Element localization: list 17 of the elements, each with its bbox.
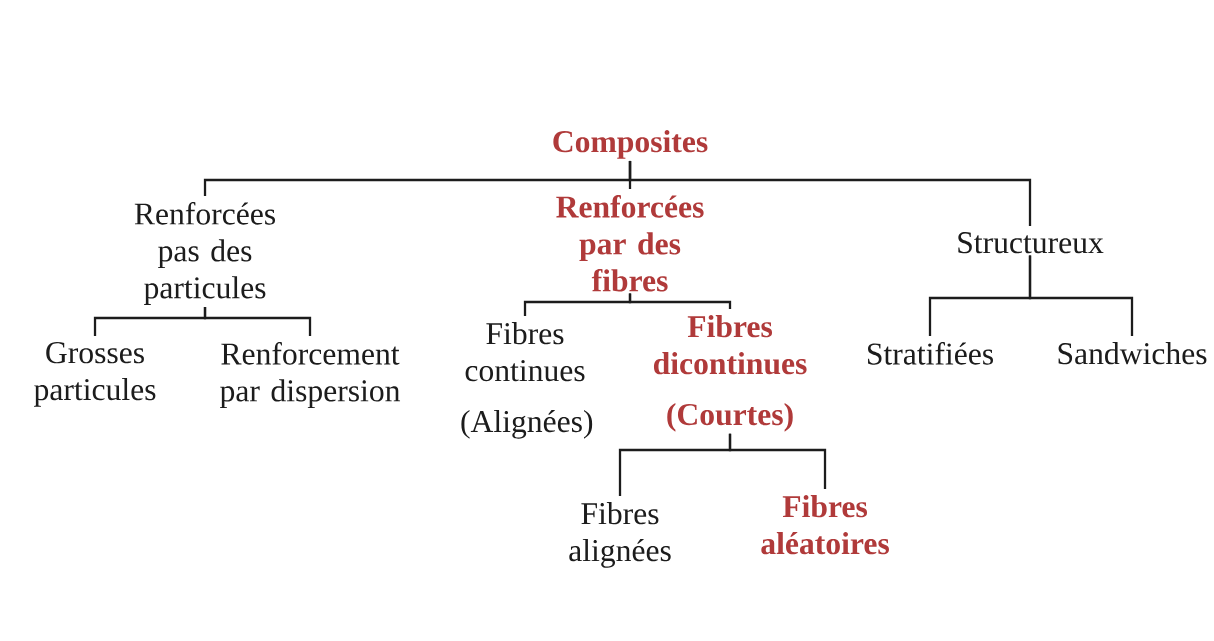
tree-connector xyxy=(1028,255,1134,336)
node-label: Fibres continues (Alignées) xyxy=(461,322,593,439)
tree-connector xyxy=(728,433,827,489)
node-label: Composites xyxy=(553,130,708,159)
node-label: Structureux xyxy=(958,232,1104,254)
node-label: Stratifiées xyxy=(868,342,993,365)
node-label: Fibres alignées xyxy=(569,502,671,568)
tree-connector xyxy=(628,160,1032,226)
tree-connector xyxy=(203,307,312,336)
node-label: Grosses particules xyxy=(34,342,156,407)
node-label: Fibres aléatoires xyxy=(761,495,889,555)
node-label: Renforcement par dispersion xyxy=(220,342,401,408)
node-label: Sandwiches xyxy=(1058,342,1207,365)
node-label: Renforcées pas des particules xyxy=(134,202,275,305)
node-label: Fibres dicontinues (Courtes) xyxy=(653,315,807,432)
tree-connector xyxy=(628,293,732,309)
node-label: Renforcées par des fibres xyxy=(556,195,704,292)
